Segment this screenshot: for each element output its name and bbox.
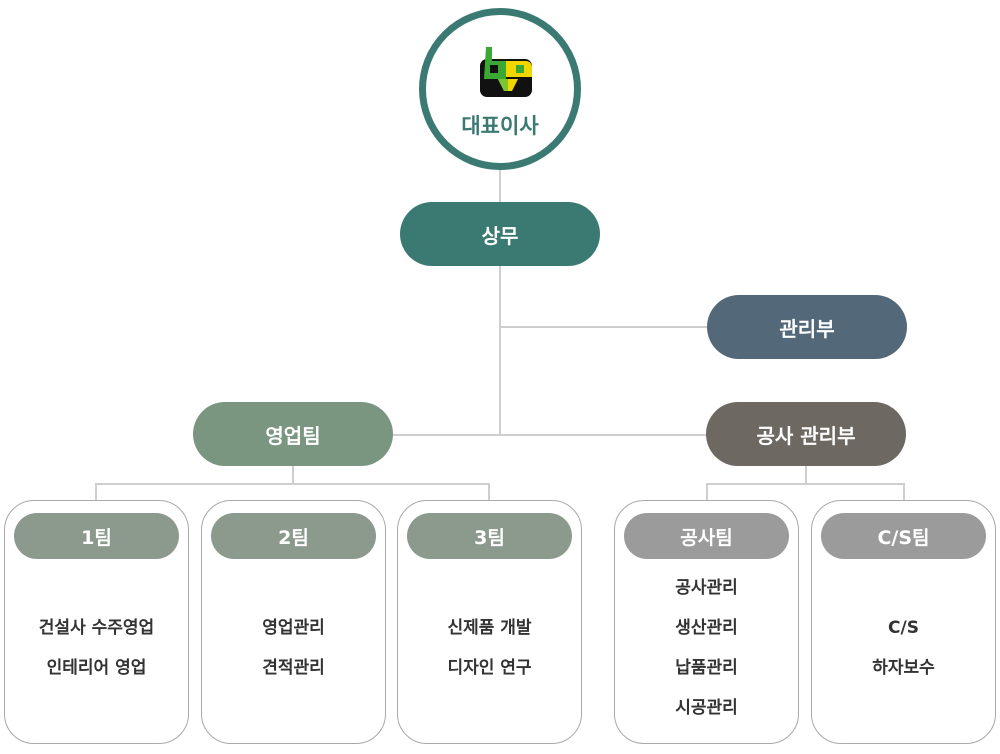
team-label: 3팀 [407,513,572,559]
connector [95,483,97,501]
connector [706,483,904,485]
connector [499,165,501,436]
team-label: 1팀 [14,513,179,559]
team-duty: 영업관리 [262,618,325,638]
team-label: C/S팀 [821,513,986,559]
team-card-1: 1팀 건설사 수주영업 인테리어 영업 [4,500,189,744]
team-duty: 견적관리 [262,658,325,678]
admin-dept-node: 관리부 [707,295,907,359]
construction-dept-node: 공사 관리부 [706,402,906,466]
connector [96,483,490,485]
team-duty: 디자인 연구 [447,658,532,678]
sales-team-node: 영업팀 [193,402,393,466]
connector [292,466,294,484]
team-duty: 납품관리 [675,658,738,678]
team-card-construction: 공사팀 공사관리 생산관리 납품관리 시공관리 [614,500,799,744]
connector [706,483,708,501]
team-label: 2팀 [211,513,376,559]
team-duty: 하자보수 [872,658,935,678]
team-duty: 생산관리 [675,618,738,638]
team-card-3: 3팀 신제품 개발 디자인 연구 [397,500,582,744]
team-card-2: 2팀 영업관리 견적관리 [201,500,386,744]
connector [805,466,807,484]
team-duty: 건설사 수주영업 [38,618,155,638]
team-duty: 시공관리 [675,698,738,718]
team-duty: C/S [888,618,919,638]
team-label: 공사팀 [624,513,789,559]
ceo-label: 대표이사 [461,114,539,138]
managing-director-node: 상무 [400,202,600,266]
team-duty: 인테리어 영업 [46,658,147,678]
connector [488,483,490,501]
ceo-node: 대표이사 [419,8,581,170]
team-duty: 신제품 개발 [447,618,532,638]
team-card-cs: C/S팀 C/S 하자보수 [811,500,996,744]
company-logo [480,47,532,97]
team-duty: 공사관리 [675,578,738,598]
connector [903,483,905,501]
connector [393,434,707,436]
connector [500,326,707,328]
